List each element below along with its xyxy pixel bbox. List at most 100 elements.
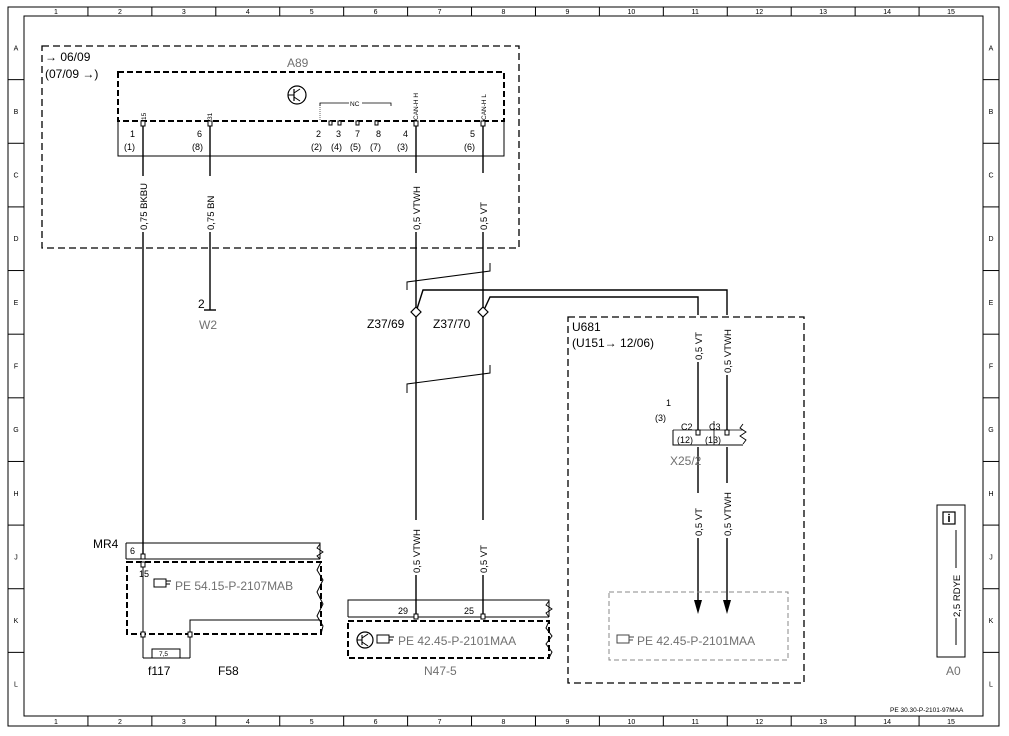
x25-connector [672,421,747,446]
grid-col-9-top: 9 [565,9,569,16]
grid-col-14-bottom: 14 [883,719,891,726]
wire-label-vtwh-a89: 0,5 VTWH [412,186,423,230]
wire-label-vtwh-u681-top: 0,5 VTWH [723,329,734,373]
transistor-icon [287,85,307,105]
mr4-dashed-box [126,561,322,635]
grid-row-K-left: K [14,618,19,625]
grid-row-G-left: G [13,427,18,434]
splice-diamonds [410,306,489,318]
grid-col-4-bottom: 4 [246,719,250,726]
mr4-label: MR4 [93,537,119,551]
a0-wire-label: 2,5 RDYE [952,575,963,617]
fuse-label: f117 [148,664,171,678]
x25-label: X25/2 [670,454,702,468]
w2-pin: 2 [198,297,205,311]
grid-col-6-bottom: 6 [374,719,378,726]
grid-row-A-right: A [989,45,994,52]
a89-pin-alt-4: (4) [331,142,342,152]
a89-label: A89 [287,56,309,70]
grid-col-15-bottom: 15 [947,719,955,726]
info-icon [942,511,956,525]
page-frame-inner [23,15,984,717]
grid-row-H-right: H [988,491,993,498]
grid-col-8-top: 8 [502,9,506,16]
x25-pin-c2: C2 [681,422,693,432]
grid-col-9-bottom: 9 [565,719,569,726]
grid-row-J-left: J [14,554,18,561]
a89-range-from: → 06/09 [45,50,91,64]
grid-col-7-bottom: 7 [438,719,442,726]
a89-pin-4: 4 [403,129,408,139]
a89-connector-body [117,121,505,157]
grid-row-D-left: D [13,236,18,243]
grid-col-1-top: 1 [54,9,58,16]
grid-col-5-bottom: 5 [310,719,314,726]
grid-row-B-right: B [989,109,994,116]
splice-z37-70: Z37/70 [433,317,471,331]
grid-row-L-right: L [989,682,993,689]
n47-transistor-icon [356,631,374,649]
grid-col-12-top: 12 [755,9,763,16]
grid-row-A-left: A [14,45,19,52]
grid-row-J-right: J [989,554,993,561]
grid-row-C-right: C [988,173,993,180]
grid-col-1-bottom: 1 [54,719,58,726]
mr4-pin-15-stub [140,561,146,568]
page-frame-outer [7,6,1000,727]
a89-pin-alt-5: (5) [350,142,361,152]
fuse-value: 7,5 [159,651,168,658]
n47-break [545,620,553,659]
grid-row-C-left: C [13,173,18,180]
grid-col-11-bottom: 11 [692,719,699,726]
fuse-block-label: F58 [218,664,239,678]
u681-label: U681 [572,320,601,334]
wire-label-bkbu: 0,75 BKBU [139,183,150,230]
wire-label-vt-u681-top: 0,5 VT [694,332,705,360]
grid-row-G-right: G [988,427,993,434]
a0-label: A0 [946,664,961,678]
arrow-heads [694,600,731,614]
ref-right: PE 42.45-P-2101MAA [637,634,755,648]
nc-label: NC [350,101,360,108]
n47-ref: PE 42.45-P-2101MAA [398,634,516,648]
grid-col-2-bottom: 2 [118,719,122,726]
grid-row-B-left: B [14,109,19,116]
n47-label: N47-5 [424,664,457,678]
a89-pin-name-31: 31 [207,112,214,120]
ref-hand-icon [616,634,634,644]
grid-col-12-bottom: 12 [755,719,763,726]
x25-top-alt: (3) [655,413,666,423]
n47-pin-25: 25 [464,606,474,616]
a89-pin-alt-7: (7) [370,142,381,152]
grid-col-4-top: 4 [246,9,250,16]
a89-pin-alt-3: (3) [397,142,408,152]
wire-label-vt-n47: 0,5 VT [479,545,490,573]
mr4-pin-15: 15 [139,569,149,579]
a89-pin-name-canl: CAN-H L [481,94,488,120]
a89-pin-name-canh: CAN-H H [413,93,420,120]
grid-row-F-right: F [989,364,993,371]
a89-pin-6: 6 [197,129,202,139]
a89-range-to: (07/09 →) [45,67,98,81]
grid-col-8-bottom: 8 [502,719,506,726]
mr4-ref-hand-icon [153,578,171,588]
a89-pin-2: 2 [316,129,321,139]
mr4-break [316,561,324,635]
n47-pin-29: 29 [398,606,408,616]
a89-pin-5: 5 [470,129,475,139]
mr4-connector [125,542,324,560]
grid-col-15-top: 15 [947,9,955,16]
x25-pin-alt-12: (12) [677,435,693,445]
wire-label-vt-a89: 0,5 VT [479,202,490,230]
x25-pin-alt-13: (13) [705,435,721,445]
grid-col-3-top: 3 [182,9,186,16]
wire-label-vtwh-n47: 0,5 VTWH [412,529,423,573]
x25-pin-c3: C3 [709,422,721,432]
grid-row-H-left: H [13,491,18,498]
grid-row-L-left: L [14,682,18,689]
grid-col-13-top: 13 [819,9,827,16]
